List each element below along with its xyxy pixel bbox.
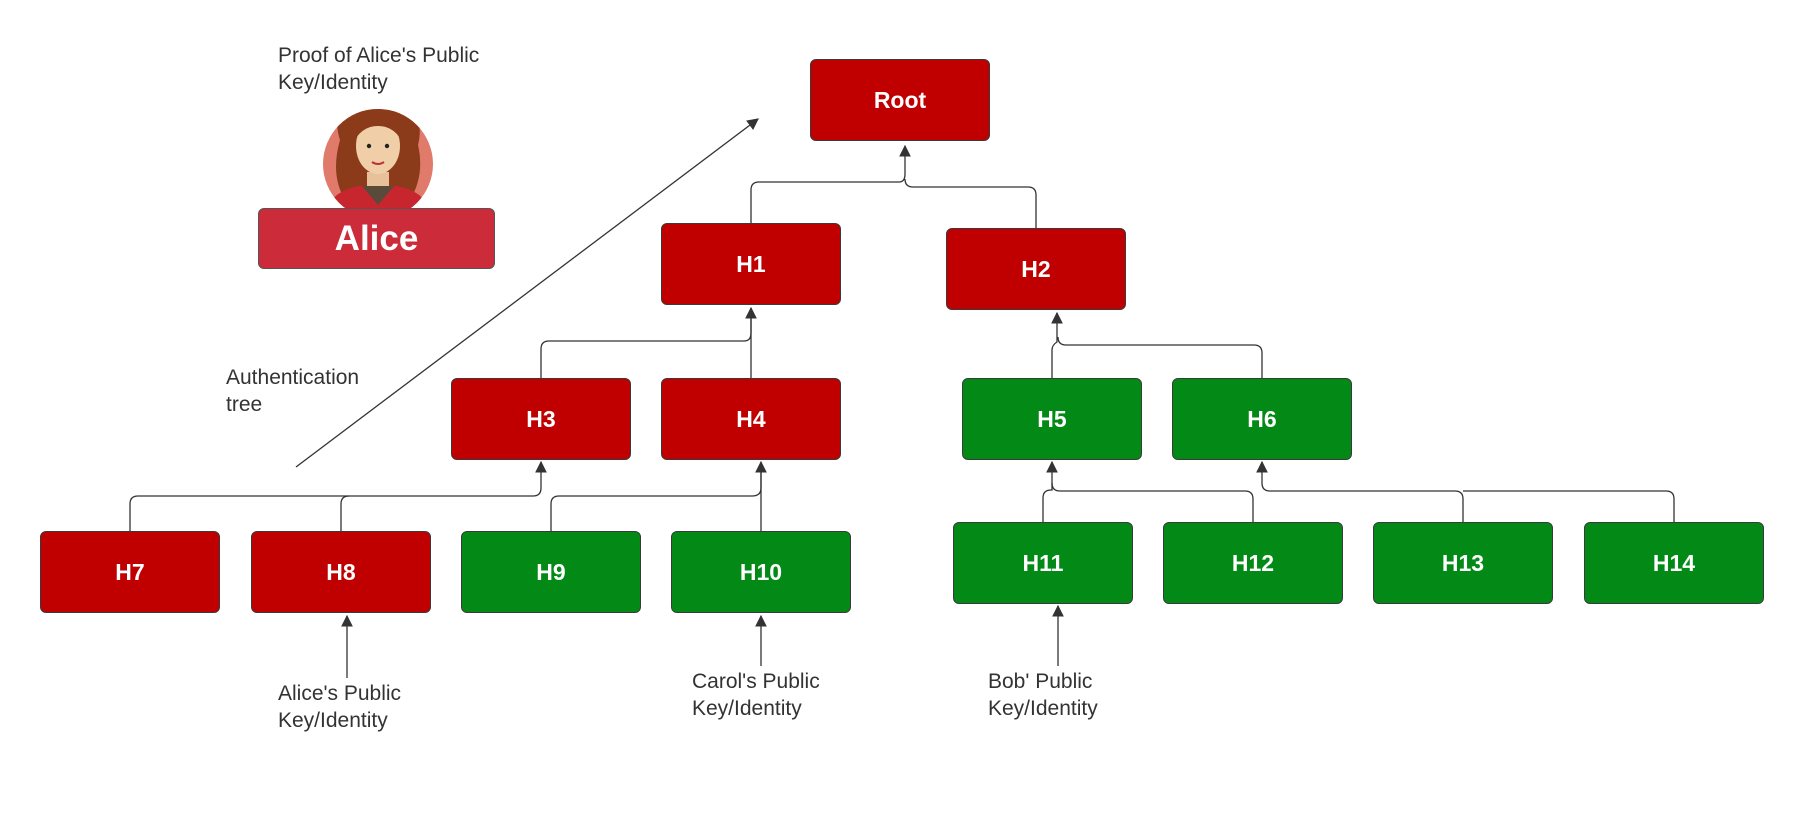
- authentication-arrow: [295, 118, 759, 468]
- node-root: Root: [810, 59, 990, 141]
- edge-h5-h2: [1051, 311, 1063, 378]
- edge-h14-h6: [1463, 490, 1675, 522]
- edge-h7-h3: [129, 460, 547, 531]
- edge-h12-h5: [1051, 482, 1254, 522]
- node-h13: H13: [1373, 522, 1553, 604]
- bob-key-label: Bob' Public Key/Identity: [988, 668, 1098, 722]
- node-h10: H10: [671, 531, 851, 613]
- edge-h2-root: [904, 178, 1037, 228]
- node-h12: H12: [1163, 522, 1343, 604]
- edge-h8-h3: [340, 495, 350, 531]
- node-h9: H9: [461, 531, 641, 613]
- node-h7: H7: [40, 531, 220, 613]
- alice-name-badge: Alice: [258, 208, 495, 269]
- edge-h13-h6: [1256, 460, 1464, 522]
- proof-label-line1: Proof of Alice's Public: [278, 44, 480, 67]
- proof-label: Proof of Alice's Public Key/Identity: [278, 42, 479, 96]
- node-h1: H1: [661, 223, 841, 305]
- node-h5: H5: [962, 378, 1142, 460]
- carol-key-line1: Carol's Public: [692, 670, 820, 693]
- alice-key-label: Alice's Public Key/Identity: [278, 680, 401, 734]
- node-h14: H14: [1584, 522, 1764, 604]
- alice-key-line1: Alice's Public: [278, 682, 402, 705]
- edge-h11-h5: [1042, 460, 1058, 522]
- node-h2: H2: [946, 228, 1126, 310]
- node-h4: H4: [661, 378, 841, 460]
- auth-label-line2: tree: [226, 393, 263, 416]
- node-h8: H8: [251, 531, 431, 613]
- bob-key-line2: Key/Identity: [988, 697, 1098, 720]
- node-h11: H11: [953, 522, 1133, 604]
- node-h6: H6: [1172, 378, 1352, 460]
- auth-label-line1: Authentication: [226, 366, 360, 389]
- edge-h1-root: [750, 144, 911, 223]
- node-h3: H3: [451, 378, 631, 460]
- bob-key-line1: Bob' Public: [988, 670, 1093, 693]
- edge-h6-h2: [1057, 336, 1263, 378]
- carol-key-line2: Key/Identity: [692, 697, 802, 720]
- authentication-tree-label: Authentication tree: [226, 364, 359, 418]
- alice-key-line2: Key/Identity: [278, 709, 388, 732]
- proof-label-line2: Key/Identity: [278, 71, 388, 94]
- carol-key-label: Carol's Public Key/Identity: [692, 668, 820, 722]
